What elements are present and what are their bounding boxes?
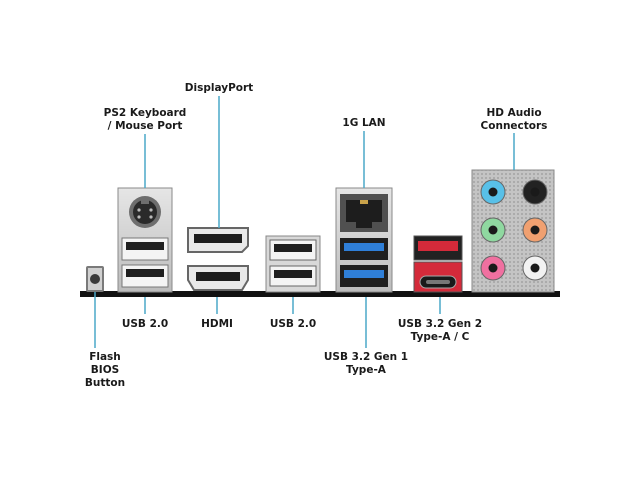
lan-usb32-stack (335, 187, 393, 293)
ps2-usb-stack (117, 187, 173, 293)
usb32-gen2-stack (413, 235, 463, 293)
displayport-port[interactable] (187, 227, 249, 253)
usb20-port[interactable] (121, 264, 169, 288)
usb32-gen2-typec-port[interactable] (413, 261, 463, 293)
hdmi-port[interactable] (187, 265, 249, 291)
audio-jack-white[interactable] (522, 255, 548, 281)
audio-jack-pink[interactable] (480, 255, 506, 281)
label-ps2-port: PS2 Keyboard/ Mouse Port (103, 107, 187, 132)
label-lan: 1G LAN (342, 117, 386, 129)
leader-lines (94, 96, 515, 348)
lan-port[interactable] (340, 194, 388, 232)
usb32-gen2-typea-port[interactable] (413, 235, 463, 261)
label-hdmi: HDMI (201, 318, 233, 330)
usb32-gen1-port[interactable] (340, 265, 388, 287)
baseline-plate (80, 291, 560, 297)
usb32-gen1-port[interactable] (340, 238, 388, 260)
ps2-port[interactable] (129, 196, 161, 228)
audio-jack-green[interactable] (480, 217, 506, 243)
audio-jack-black[interactable] (522, 179, 548, 205)
label-displayport: DisplayPort (184, 82, 254, 94)
label-usb20-mid: USB 2.0 (269, 318, 317, 330)
label-usb20-left: USB 2.0 (121, 318, 169, 330)
hd-audio-block (471, 169, 555, 293)
audio-jack-orange[interactable] (522, 217, 548, 243)
audio-jack-blue[interactable] (480, 179, 506, 205)
usb20-port[interactable] (121, 237, 169, 261)
flash-bios-button[interactable] (86, 266, 104, 292)
usb20-stack (265, 235, 321, 293)
usb20-port[interactable] (269, 239, 317, 261)
usb20-port[interactable] (269, 265, 317, 287)
